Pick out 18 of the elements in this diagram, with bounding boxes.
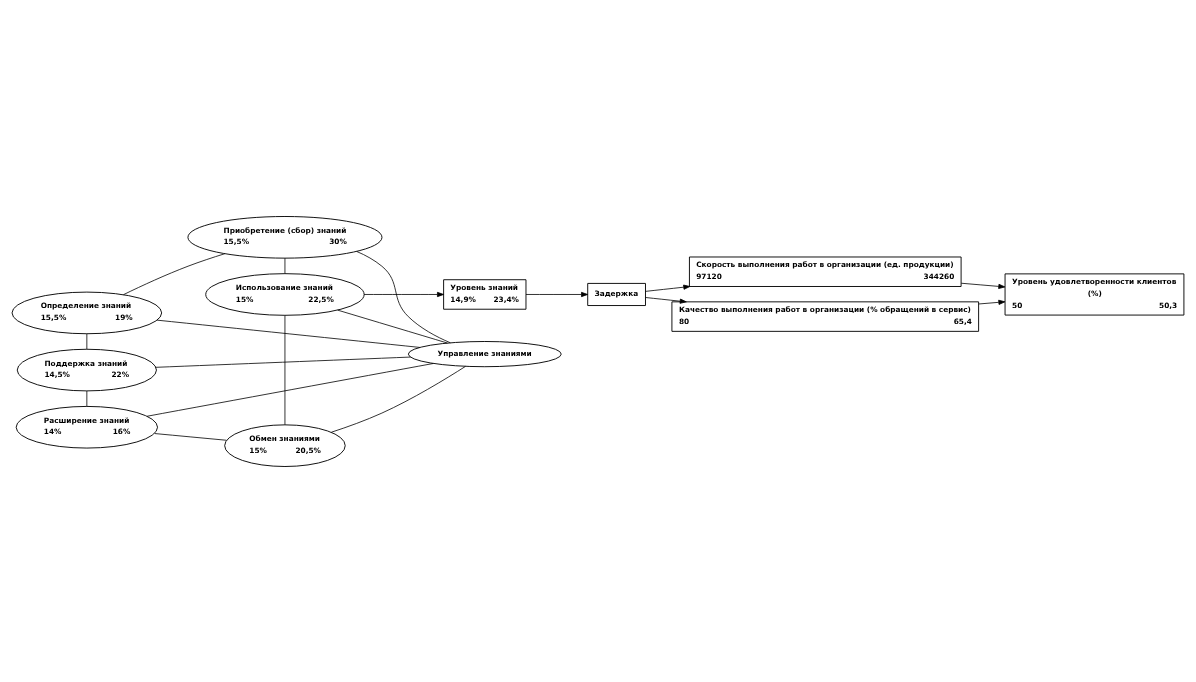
connector [356, 250, 451, 343]
arrow [363, 291, 444, 297]
connector [284, 314, 286, 425]
arrow [525, 291, 588, 297]
connector [330, 365, 466, 433]
arrow [960, 282, 1006, 289]
arrow [978, 299, 1006, 305]
connector [284, 257, 286, 274]
arrow [645, 284, 691, 292]
arrow [645, 296, 687, 304]
connector [86, 390, 88, 407]
connector [155, 356, 411, 368]
connector [156, 319, 421, 348]
connector [337, 309, 448, 343]
connector [146, 362, 434, 417]
connector [123, 252, 226, 295]
connector [154, 432, 227, 441]
connector [86, 332, 88, 349]
